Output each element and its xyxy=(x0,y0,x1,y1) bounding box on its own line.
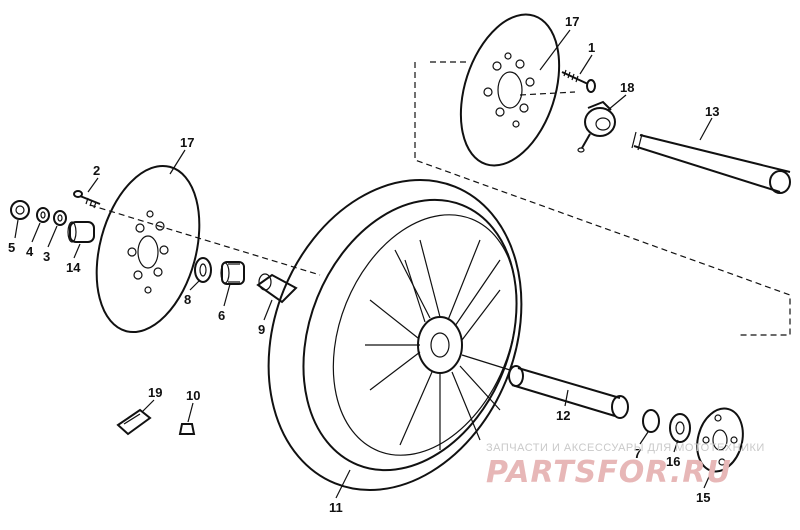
axle-part-13 xyxy=(631,131,791,194)
hardware-stack xyxy=(10,200,95,243)
wheel-part-11 xyxy=(267,178,523,492)
leader-lines xyxy=(14,29,713,499)
circlip-part-7 xyxy=(642,409,660,433)
callout-7: 7 xyxy=(634,446,641,461)
callout-17-top: 17 xyxy=(565,14,579,29)
bearing-part-6 xyxy=(220,261,245,285)
callout-11: 11 xyxy=(329,500,343,515)
watermark: ЗАПЧАСТИ И АКСЕССУАРЫ ДЛЯ МОТОТЕХНИКИ PA… xyxy=(486,442,765,490)
brake-disc-left xyxy=(95,164,201,334)
callout-15: 15 xyxy=(696,490,710,505)
callout-17-left: 17 xyxy=(180,135,194,150)
axle-spacer-part-12 xyxy=(508,365,629,419)
callout-2: 2 xyxy=(93,163,100,178)
watermark-logo: PARTSFOR.RU xyxy=(486,455,732,490)
callout-9: 9 xyxy=(258,322,265,337)
callout-labels: 17 1 18 13 17 2 5 4 3 14 8 6 9 12 7 16 1… xyxy=(8,14,719,515)
callout-5: 5 xyxy=(8,240,15,255)
bearing-part-16 xyxy=(669,413,691,443)
callout-18: 18 xyxy=(620,80,634,95)
callout-8: 8 xyxy=(184,292,191,307)
callout-3: 3 xyxy=(43,249,50,264)
callout-19: 19 xyxy=(148,385,162,400)
seal-part-8 xyxy=(194,257,212,283)
speedometer-drive-part-18 xyxy=(577,100,616,153)
screw-part-1 xyxy=(561,69,596,93)
assembly-guide-lines xyxy=(89,61,791,336)
nut-part-10 xyxy=(178,423,196,435)
callout-13: 13 xyxy=(705,104,719,119)
callout-10: 10 xyxy=(186,388,200,403)
callout-14: 14 xyxy=(66,260,81,275)
bolt-part-2 xyxy=(73,190,101,209)
callout-16: 16 xyxy=(666,454,680,469)
callout-12: 12 xyxy=(556,408,570,423)
callout-6: 6 xyxy=(218,308,225,323)
watermark-caption: ЗАПЧАСТИ И АКСЕССУАРЫ ДЛЯ МОТОТЕХНИКИ xyxy=(486,442,765,454)
callout-4: 4 xyxy=(26,244,34,259)
callout-1: 1 xyxy=(588,40,595,55)
brake-disc-top xyxy=(459,13,561,167)
clip-part-19 xyxy=(116,408,152,436)
spacer-part-9 xyxy=(256,273,298,304)
